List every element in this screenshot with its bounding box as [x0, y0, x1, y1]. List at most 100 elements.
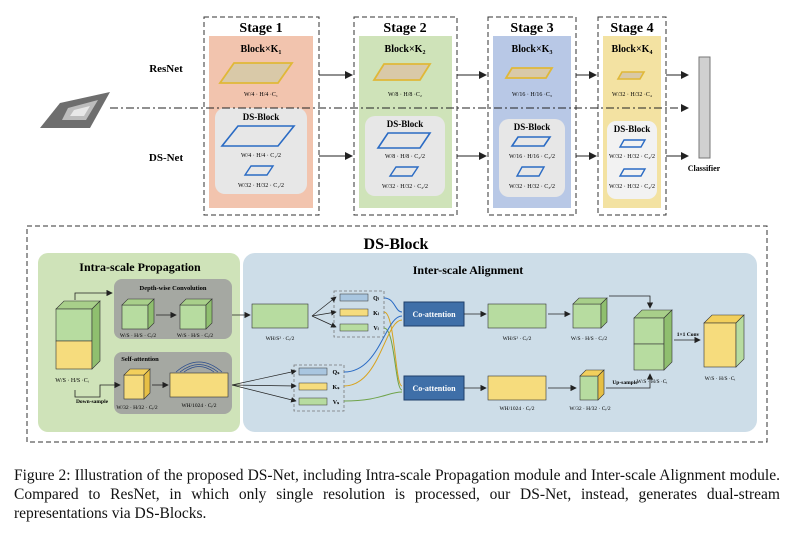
conv-label: 1×1 Conv: [677, 332, 700, 338]
stage-4-title: Stage 4: [610, 21, 653, 36]
stage-3: Stage 3 Block×K₃ W/16 · H/16 ·C₃ DS-Bloc…: [487, 16, 577, 216]
q-hi-label: Qₗ: [373, 296, 379, 302]
f-in: W/S · H/S ·Cᵢ: [55, 378, 89, 384]
q-hi-bar: [339, 293, 369, 302]
stage-4-ds-hi-plane: [618, 139, 647, 148]
stage-3-title: Stage 3: [510, 21, 553, 36]
depthwise-label: Depth-wise Convolution: [140, 285, 207, 292]
stage-1: Stage 1 Block×K₁ W/4 · H/4 ·C₁ DS-Block …: [203, 16, 320, 216]
f-co-lo: WH/1024 · Cᵢ/2: [499, 406, 534, 412]
seq-hi: [251, 303, 309, 329]
stage-4-res-formula: W/32 · H/32 ·C₄: [612, 92, 652, 98]
stage-1-ds-hi-plane: [220, 125, 296, 147]
intra-arrows: [74, 289, 121, 398]
v-hi-bar: [339, 323, 369, 332]
stage-1-title: Stage 1: [239, 21, 282, 36]
classifier-label: Classifier: [688, 164, 721, 173]
stage-2-ds-block-label: DS-Block: [387, 119, 424, 129]
inter-title: Inter-scale Alignment: [413, 263, 524, 277]
stage-1-ds-hi: W/4 · H/4 · C₁/2: [241, 153, 281, 159]
stage-2-ds-block: [365, 116, 445, 196]
cross-connections: [343, 297, 403, 402]
input-feature-block: [55, 300, 101, 370]
f-cat: W/S · H/S ·Cᵢ: [637, 379, 668, 385]
stage-3-ds-block-label: DS-Block: [514, 122, 551, 132]
stage-2-res-formula: W/8 · H/8 ·C₂: [388, 92, 422, 98]
q-lo-label: Qₛ: [333, 370, 341, 376]
concat-block: [633, 309, 673, 371]
stage-2-title: Stage 2: [383, 21, 426, 36]
stage-3-res-formula: W/16 · H/16 ·C₃: [512, 92, 552, 98]
co-lo-block: [579, 369, 605, 401]
stage-4-block-label: Block×K₄: [612, 44, 653, 55]
v-hi-label: Vₗ: [373, 326, 378, 332]
q-lo-bar: [298, 367, 328, 376]
f-seq-hi: WH/S² · Cᵢ/2: [266, 336, 295, 342]
v-lo-bar: [298, 397, 328, 406]
stage-1-ds-block-label: DS-Block: [243, 112, 280, 122]
stage-3-ds-lo-plane: [515, 166, 546, 177]
selfattn-label: Self-attention: [121, 356, 159, 363]
ds-net-figure: Stage 1 Block×K₁ W/4 · H/4 ·C₁ DS-Block …: [26, 16, 768, 443]
downsample-label: Down-sample: [76, 399, 109, 405]
figure-caption: Figure 2: Illustration of the proposed D…: [14, 467, 780, 522]
intra-title: Intra-scale Propagation: [79, 260, 201, 274]
dsblock-frame: [26, 225, 768, 443]
stage-4-ds-hi: W/32 · H/32 · C₄/2: [609, 154, 655, 160]
dsnet-label: DS-Net: [149, 152, 184, 164]
inter-panel: [243, 253, 757, 432]
output-block: [703, 314, 745, 368]
qkv-lo-panel: [293, 364, 345, 412]
stage-1-resnet-plane: [218, 62, 294, 84]
f-tok: WH/1024 · Cᵢ/2: [181, 403, 216, 409]
stage-1-ds-block: [215, 108, 307, 194]
qkv-hi-panel: [333, 290, 385, 338]
stage-2-ds-hi-plane: [376, 132, 432, 149]
sa-lo-block: [123, 368, 151, 400]
f-dw2: W/S · H/S · Cᵢ/2: [177, 333, 214, 339]
dw-block-2: [179, 298, 213, 330]
stage-1-block-label: Block×K₁: [241, 44, 282, 55]
f-co-lo2: W/32 · H/32 · Cᵢ/2: [569, 406, 610, 412]
stage-4: Stage 4 Block×K₄ W/32 · H/32 ·C₄ DS-Bloc…: [597, 16, 667, 216]
co-hi-block: [572, 297, 608, 329]
stage-1-ds-lo: W/32 · H/32 · C₁/2: [238, 183, 284, 189]
k-hi-bar: [339, 308, 369, 317]
stage-2-ds-lo-plane: [388, 166, 420, 177]
f-co-hi2: W/S · H/S · Cᵢ/2: [571, 336, 608, 342]
f-dw1: W/S · H/S · Cᵢ/2: [120, 333, 157, 339]
stage-3-ds-lo: W/32 · H/32 · C₃/2: [509, 184, 555, 190]
co-lo-seq: [487, 375, 547, 401]
f-lo: W/32 · H/32 · Cᵢ/2: [116, 405, 157, 411]
stage-2-ds-hi: W/8 · H/8 · C₂/2: [385, 154, 425, 160]
f-co-hi: WH/S² · Cᵢ/2: [503, 336, 532, 342]
stage-4-ds-lo-plane: [618, 168, 647, 177]
dw-block-1: [121, 298, 155, 330]
f-out: W/S · H/S ·Cᵢ: [705, 376, 736, 382]
dsblock-title: DS-Block: [364, 236, 429, 253]
resnet-label: ResNet: [149, 63, 183, 75]
k-hi-label: Kₗ: [373, 311, 379, 317]
stage-4-ds-block-label: DS-Block: [614, 124, 651, 134]
sa-arcs: [175, 361, 223, 373]
co-hi-seq: [487, 303, 547, 329]
stage-4-resnet-plane: [616, 71, 646, 80]
stage-1-res-formula: W/4 · H/4 ·C₁: [244, 92, 278, 98]
stage-1-ds-lo-plane: [243, 165, 275, 176]
stage-4-ds-lo: W/32 · H/32 · C₄/2: [609, 184, 655, 190]
coattn-hi-box: [403, 301, 465, 327]
stage-2-block-label: Block×K₂: [385, 44, 426, 55]
input-image: [40, 92, 110, 128]
coattn-hi-label: Co-attention: [412, 310, 456, 319]
stage-3-ds-hi: W/16 · H/16 · C₃/2: [509, 154, 555, 160]
v-lo-label: Vₛ: [333, 400, 340, 406]
stage-3-resnet-plane: [504, 67, 554, 79]
classifier-bar: [698, 56, 711, 159]
stage-3-ds-hi-plane: [510, 136, 552, 147]
coattn-lo-label: Co-attention: [412, 384, 456, 393]
k-lo-bar: [298, 382, 328, 391]
k-lo-label: Kₛ: [333, 385, 341, 391]
stage-2-ds-lo: W/32 · H/32 · C₂/2: [382, 184, 428, 190]
coattn-lo-box: [403, 375, 465, 401]
stage-2-resnet-plane: [372, 63, 432, 81]
